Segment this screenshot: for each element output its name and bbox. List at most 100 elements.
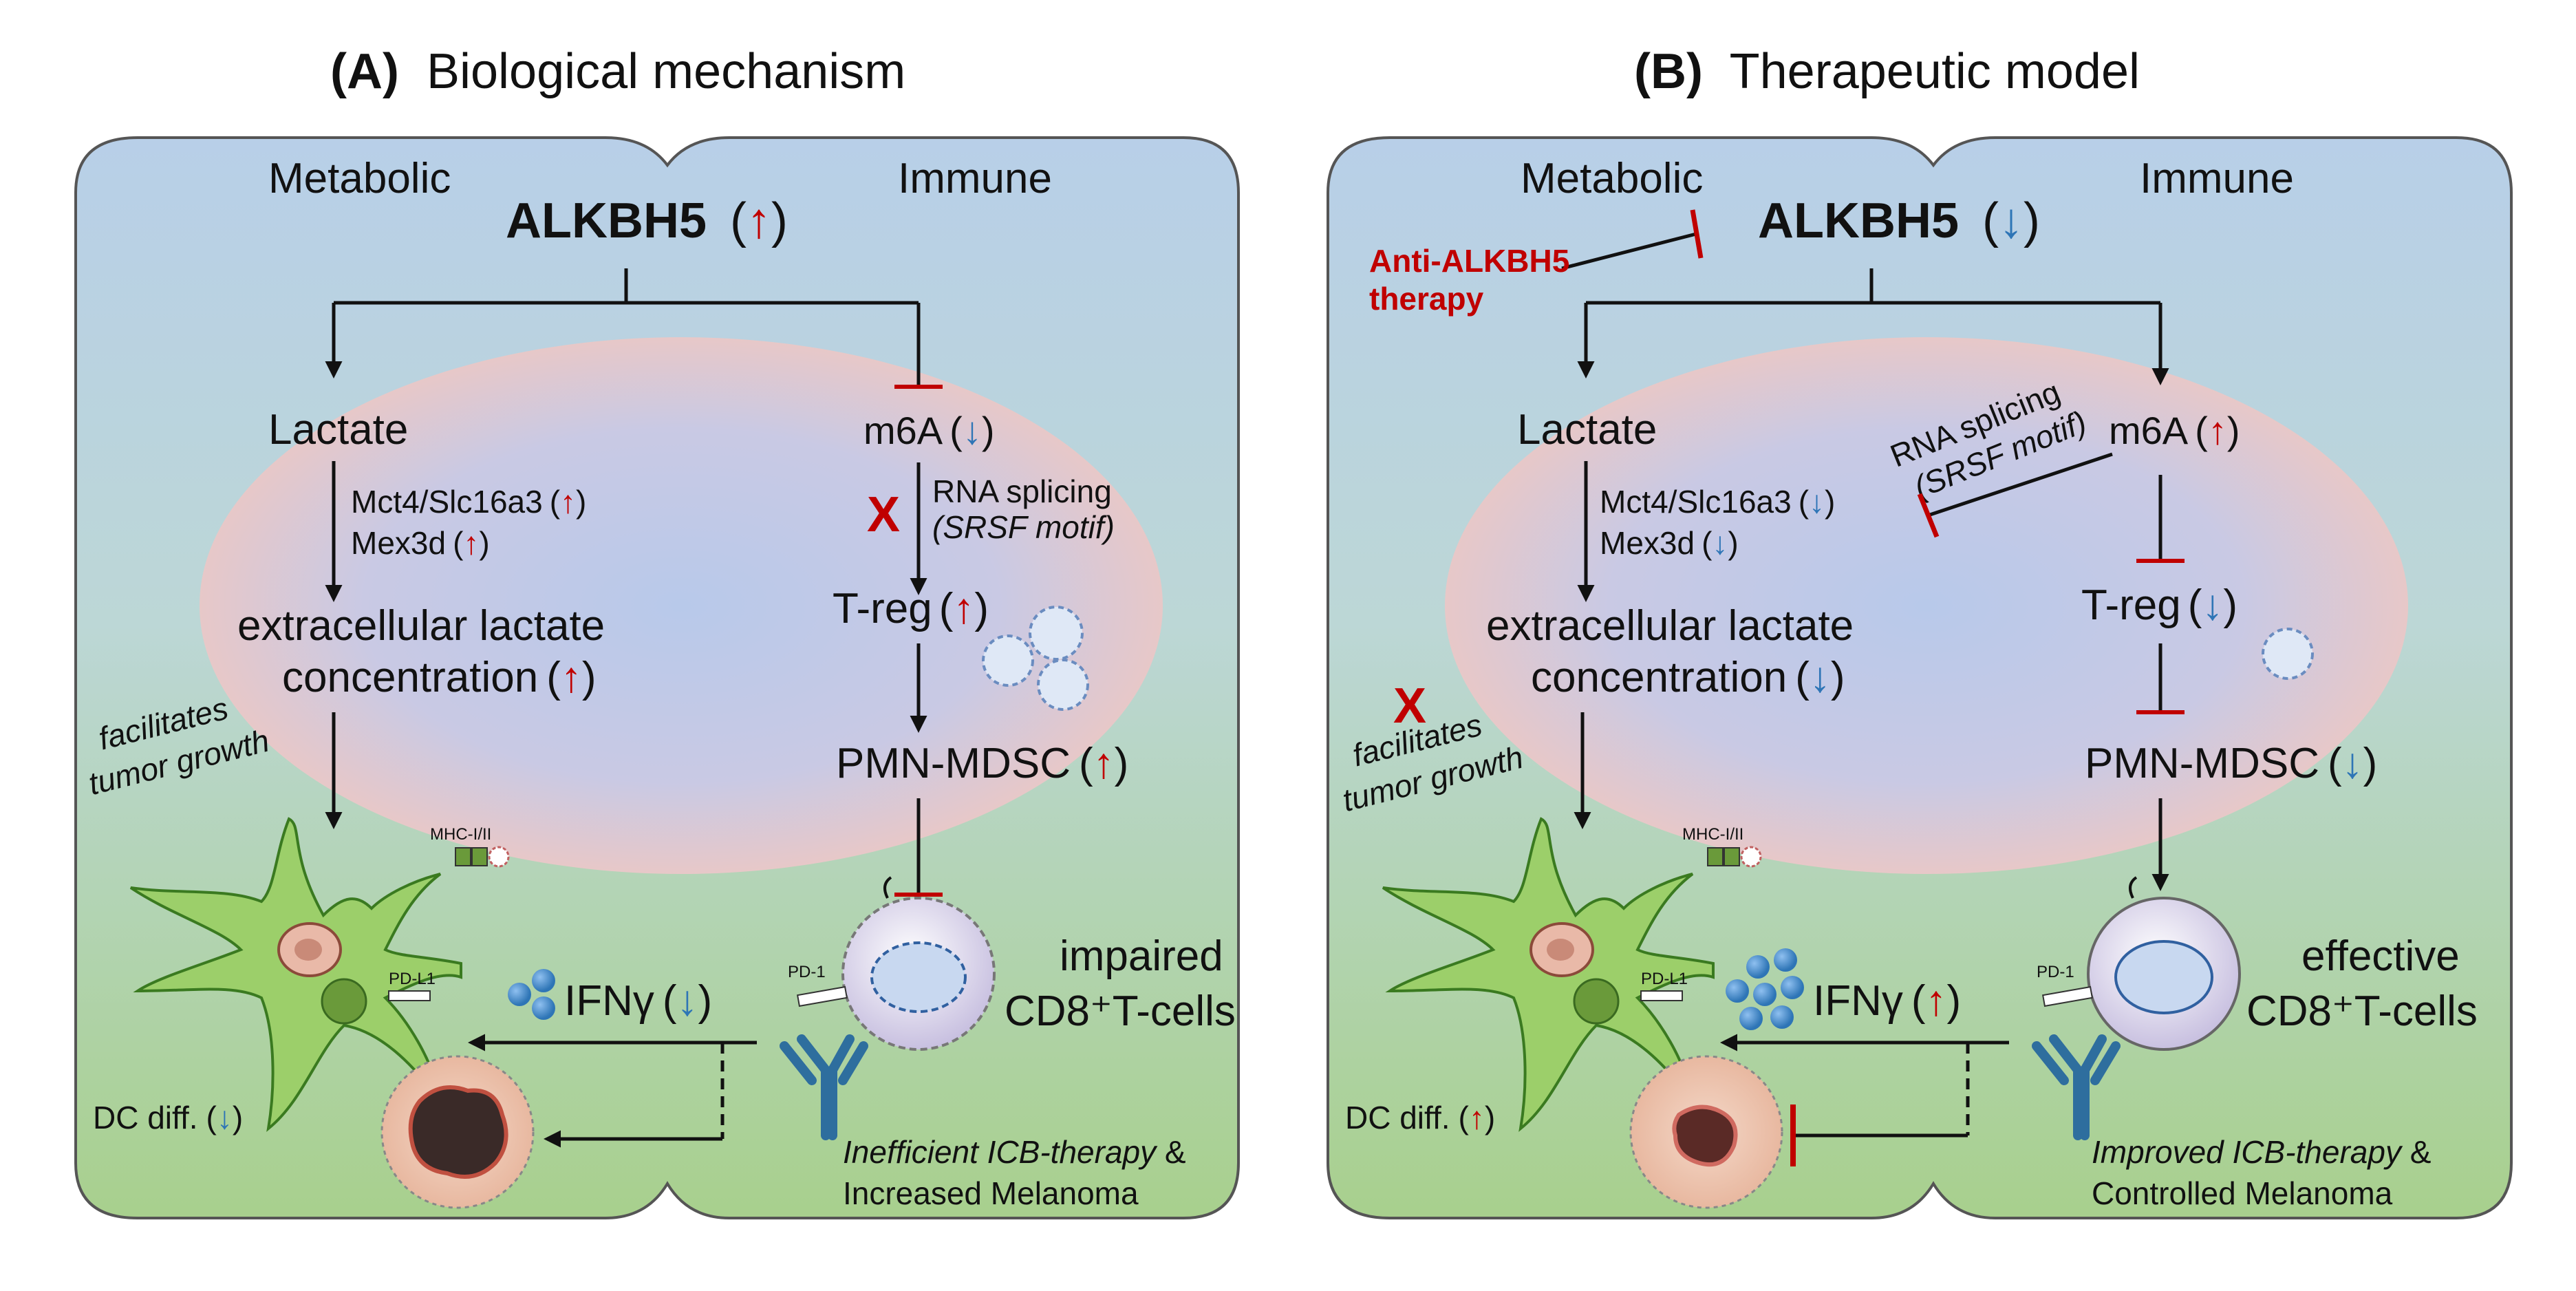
panel-b-therapy-line bbox=[1561, 232, 1697, 270]
panel-a-mct4: Mct4/Slc16a3(↑) bbox=[351, 484, 586, 520]
panel-b-outcome-line2: Controlled Melanoma bbox=[2092, 1175, 2393, 1211]
panel-a-outcome-line2: Increased Melanoma bbox=[843, 1175, 1139, 1211]
panel-b-concentration: concentration(↓) bbox=[1531, 654, 1845, 701]
panel-b-melanoma-tumor-icon bbox=[1629, 1055, 1783, 1209]
panel-a-m6a: m6A(↓) bbox=[863, 409, 994, 452]
panel-b-therapy-line1: Anti-ALKBH5 bbox=[1369, 243, 1569, 279]
panel-b-mhc-receptor-icon bbox=[1707, 846, 1762, 868]
panel-b-cd8-label: CD8⁺T-cells bbox=[2246, 988, 2478, 1035]
panel-b-lactate: Lactate bbox=[1517, 406, 1657, 454]
panel-b-dc-up-arrow: ↑ bbox=[1469, 1100, 1485, 1135]
panel-b-title: (B) Therapeutic model bbox=[1634, 44, 2140, 99]
panel-a-cd8-label: CD8⁺T-cells bbox=[1005, 988, 1236, 1035]
panel-b-m6a-text: m6A bbox=[2109, 409, 2189, 452]
panel-a-metabolic-label: Metabolic bbox=[268, 155, 451, 202]
panel-a-mex3d: Mex3d(↑) bbox=[351, 525, 490, 561]
panel-a-lactate: Lactate bbox=[268, 406, 408, 454]
panel-a-letter: (A) bbox=[330, 44, 399, 99]
panel-a-treg: T-reg(↑) bbox=[833, 585, 989, 632]
panel-b-pmn-down-arrow: ↓ bbox=[2342, 740, 2363, 787]
panel-b-treg: T-reg(↓) bbox=[2081, 582, 2237, 629]
panel-a-m6a-text: m6A bbox=[863, 409, 943, 452]
panel-a-pdl1-receptor-icon bbox=[388, 990, 431, 1001]
panel-a-cell bbox=[200, 337, 1163, 874]
panel-a-mct4-text: Mct4/Slc16a3 bbox=[351, 484, 543, 520]
panel-a-dc-down-arrow: ↓ bbox=[217, 1100, 233, 1135]
panel-a-mhc-label: MHC-I/II bbox=[430, 825, 491, 844]
panel-b-metabolic-label: Metabolic bbox=[1521, 155, 1703, 202]
panel-a-mhc-receptor-icon bbox=[455, 846, 510, 868]
panel-b-splicing-inhibit-bar bbox=[1917, 493, 1940, 538]
panel-b-cell bbox=[1445, 337, 2408, 874]
panel-b-mhc-label: MHC-I/II bbox=[1682, 825, 1743, 844]
panel-b-m6a: m6A(↑) bbox=[2109, 409, 2240, 452]
panel-a-branch-line bbox=[334, 268, 919, 305]
panel-b-antibody-icon bbox=[2032, 1034, 2121, 1140]
panel-a-gene-up-arrow: ↑ bbox=[747, 193, 771, 248]
panel-b-extracellular: extracellular lactate bbox=[1486, 602, 1854, 650]
panel-a-title: (A) Biological mechanism bbox=[330, 44, 905, 99]
panel-a-pmn-up-arrow: ↑ bbox=[1093, 740, 1115, 787]
panel-b-mex3d-down-arrow: ↓ bbox=[1712, 525, 1728, 561]
panel-a-concentration: concentration(↑) bbox=[282, 654, 597, 701]
panel-a-pd1-label: PD-1 bbox=[788, 963, 826, 981]
panel-b-branch-line bbox=[1586, 268, 2160, 305]
panel-b-ifn-dots-icon bbox=[1726, 948, 1804, 1030]
panel-b-gene-down-arrow: ↓ bbox=[1999, 193, 2024, 248]
panel-a-mct4-up-arrow: ↑ bbox=[560, 484, 576, 520]
panel-b-pdl1-receptor-icon bbox=[1640, 990, 1683, 1001]
panel-a-pmn-text: PMN-MDSC bbox=[836, 740, 1071, 787]
panel-b-gene-name: ALKBH5 bbox=[1758, 193, 1959, 248]
panel-a-ifn: IFNγ(↓) bbox=[564, 977, 712, 1025]
panel-a-m6a-down-arrow: ↓ bbox=[963, 409, 982, 452]
panel-a: (A) Biological mechanism Metabolic Immun… bbox=[74, 44, 1240, 1219]
panel-b-cd8-state: effective bbox=[2301, 932, 2460, 980]
panel-b-ifn: IFNγ(↑) bbox=[1813, 977, 1961, 1025]
panel-b-therapy-line2: therapy bbox=[1369, 281, 1484, 317]
panel-b-mex3d: Mex3d(↓) bbox=[1600, 525, 1739, 561]
panel-b-pmn: PMN-MDSC(↓) bbox=[2085, 740, 2377, 787]
panel-b-outcome-amp: & bbox=[2401, 1134, 2431, 1170]
panel-b-mct4: Mct4/Slc16a3(↓) bbox=[1600, 484, 1835, 520]
panel-b-therapy-inhibit-bar bbox=[1690, 209, 1704, 259]
panel-b-letter: (B) bbox=[1634, 44, 1703, 99]
panel-a-ifn-dots-icon bbox=[508, 969, 555, 1020]
panel-a-dendritic-cell-icon bbox=[129, 817, 462, 1132]
panel-a-gene: ALKBH5 (↑) bbox=[506, 193, 788, 248]
panel-a-mex3d-text: Mex3d bbox=[351, 525, 446, 561]
panel-a-title-text: Biological mechanism bbox=[427, 44, 905, 99]
panel-b-concentration-down-arrow: ↓ bbox=[1810, 654, 1831, 701]
panel-a-treg-text: T-reg bbox=[833, 585, 932, 632]
panel-a-dc-diff: DC diff.(↓) bbox=[93, 1100, 243, 1135]
panel-b-treg-text: T-reg bbox=[2081, 582, 2181, 629]
panel-a-outcome-amp: & bbox=[1156, 1134, 1185, 1170]
panel-a-ifn-text: IFNγ bbox=[564, 977, 654, 1025]
panel-b: (B) Therapeutic model Metabolic Immune A… bbox=[1327, 44, 2513, 1219]
panel-a-outcome-italic: Inefficient ICB-therapy bbox=[843, 1134, 1158, 1170]
panel-b-pmn-text: PMN-MDSC bbox=[2085, 740, 2319, 787]
panel-a-srsf-motif: (SRSF motif) bbox=[932, 509, 1115, 545]
panel-a-extracellular: extracellular lactate bbox=[237, 602, 605, 650]
panel-b-x-mark: X bbox=[1393, 679, 1426, 734]
panel-a-melanoma-tumor-icon bbox=[380, 1055, 535, 1209]
panel-b-gene: ALKBH5 (↓) bbox=[1758, 193, 2040, 248]
panel-a-cd8-tcell-icon bbox=[796, 876, 996, 1051]
panel-a-antibody-icon bbox=[780, 1034, 868, 1140]
panel-b-immune-label: Immune bbox=[2140, 155, 2294, 202]
panel-b-mex3d-text: Mex3d bbox=[1600, 525, 1695, 561]
panel-b-splicing-inhibit-line bbox=[1929, 452, 2113, 517]
panel-a-gene-name: ALKBH5 bbox=[506, 193, 707, 248]
panel-a-immune-label: Immune bbox=[898, 155, 1052, 202]
panel-a-treg-cells bbox=[982, 606, 1089, 711]
panel-b-mct4-down-arrow: ↓ bbox=[1809, 484, 1825, 520]
panel-a-ifn-down-arrow: ↓ bbox=[677, 977, 698, 1025]
panel-b-outcome-line1: Improved ICB-therapy & bbox=[2092, 1134, 2431, 1170]
panel-a-concentration-up-arrow: ↑ bbox=[561, 654, 582, 701]
panel-a-rna-splicing: RNA splicing bbox=[932, 473, 1112, 509]
panel-a-pmn: PMN-MDSC(↑) bbox=[836, 740, 1128, 787]
panel-b-ifn-up-arrow: ↑ bbox=[1926, 977, 1947, 1025]
panel-a-outcome-line1: Inefficient ICB-therapy & bbox=[843, 1134, 1186, 1170]
panel-b-cd8-tcell-icon bbox=[2041, 876, 2241, 1051]
panel-b-ifn-text: IFNγ bbox=[1813, 977, 1903, 1025]
